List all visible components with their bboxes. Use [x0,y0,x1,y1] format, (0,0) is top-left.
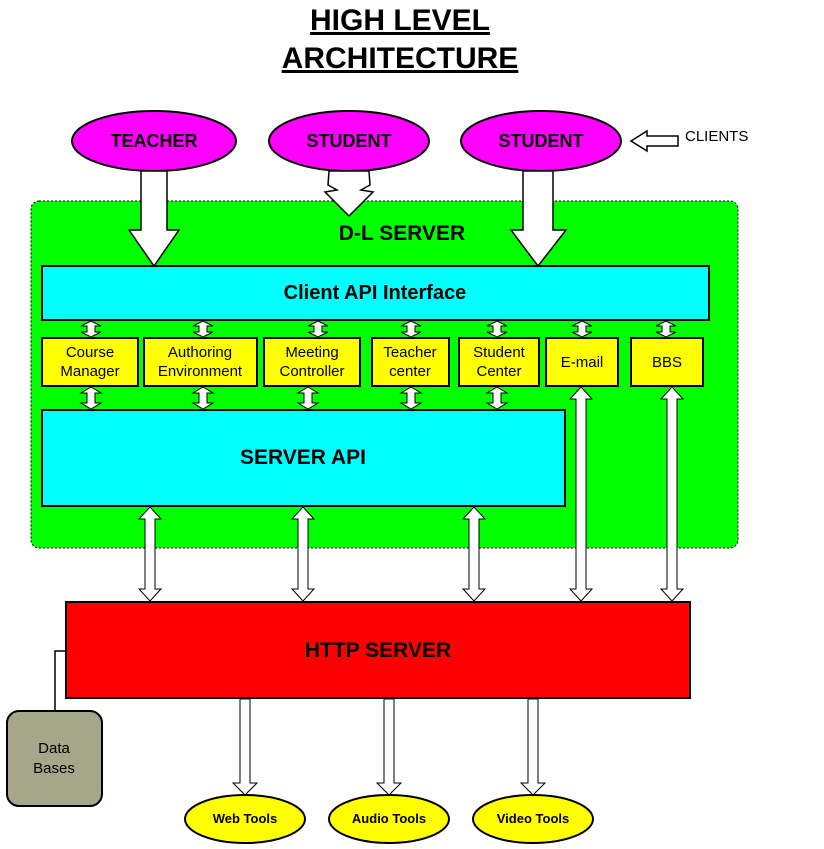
client-api-module-arrow [307,320,329,338]
database-line1: Data [38,740,70,757]
teacher-down-arrow [127,170,181,268]
client-api-module-arrows [80,320,677,338]
module-course-manager-line1: Course [66,344,114,361]
module-authoring-environment-line2: Environment [158,363,243,380]
client-student-2-label: STUDENT [499,131,584,151]
module-teacher-center [371,337,450,387]
database-box [6,710,103,807]
tool-web-label: Web Tools [213,811,278,826]
database-line2: Bases [33,760,75,777]
module-meeting-controller [263,337,361,387]
module-course-manager-line2: Manager [60,363,119,380]
http-server-box [65,601,691,699]
server-http-arrows [137,386,685,602]
module-student-center-line1: Student [473,344,526,361]
module-bbs-label: BBS [652,354,682,371]
tool-video-label: Video Tools [497,811,569,826]
http-tool-arrows [231,698,547,796]
module-server-api-arrow [485,386,509,410]
module-server-api-arrow [79,386,103,410]
server-api-box [41,409,566,507]
student-2-down-arrow [509,170,568,268]
title-line-1: HIGH LEVEL [309,4,490,37]
clients-label: CLIENTS [685,128,748,145]
client-api-box [41,265,710,321]
module-authoring-environment-line1: Authoring [168,344,232,361]
http-tool-arrow [231,698,259,796]
module-authoring-environment [143,337,258,387]
http-tool-arrow [375,698,403,796]
client-api-module-arrow [655,320,677,338]
module-student-center [458,337,540,387]
client-api-module-arrow [486,320,508,338]
client-student-1-label: STUDENT [307,131,392,151]
student-1-down-arrow [323,170,375,218]
server-api-label: SERVER API [240,446,366,469]
module-course-manager [41,337,139,387]
server-http-arrow [461,506,487,602]
module-http-arrow [659,386,685,602]
module-http-arrow [568,386,594,602]
client-api-module-arrow [400,320,422,338]
dl-server-label: D-L SERVER [339,222,465,245]
server-http-arrow [290,506,316,602]
client-api-module-arrow [571,320,593,338]
client-api-module-arrow [80,320,102,338]
title-line-2: ARCHITECTURE [281,42,519,75]
client-api-label: Client API Interface [284,282,467,304]
module-server-api-arrows [79,386,509,410]
tool-audio-label: Audio Tools [352,811,426,826]
module-bbs [630,337,704,387]
module-teacher-center-line1: Teacher [383,344,436,361]
module-student-center-line2: Center [476,363,521,380]
module-email-label: E-mail [561,354,604,371]
module-meeting-controller-line1: Meeting [285,344,338,361]
module-teacher-center-line2: center [389,363,431,380]
http-server-label: HTTP SERVER [305,639,451,662]
module-server-api-arrow [191,386,215,410]
http-tool-arrow [519,698,547,796]
module-server-api-arrow [399,386,423,410]
database-connector [54,650,66,711]
module-meeting-controller-line2: Controller [279,363,344,380]
module-email [545,337,619,387]
client-api-module-arrow [192,320,214,338]
client-teacher-label: TEACHER [110,131,197,151]
server-http-arrow [137,506,163,602]
module-server-api-arrow [296,386,320,410]
clients-arrow [629,129,679,153]
